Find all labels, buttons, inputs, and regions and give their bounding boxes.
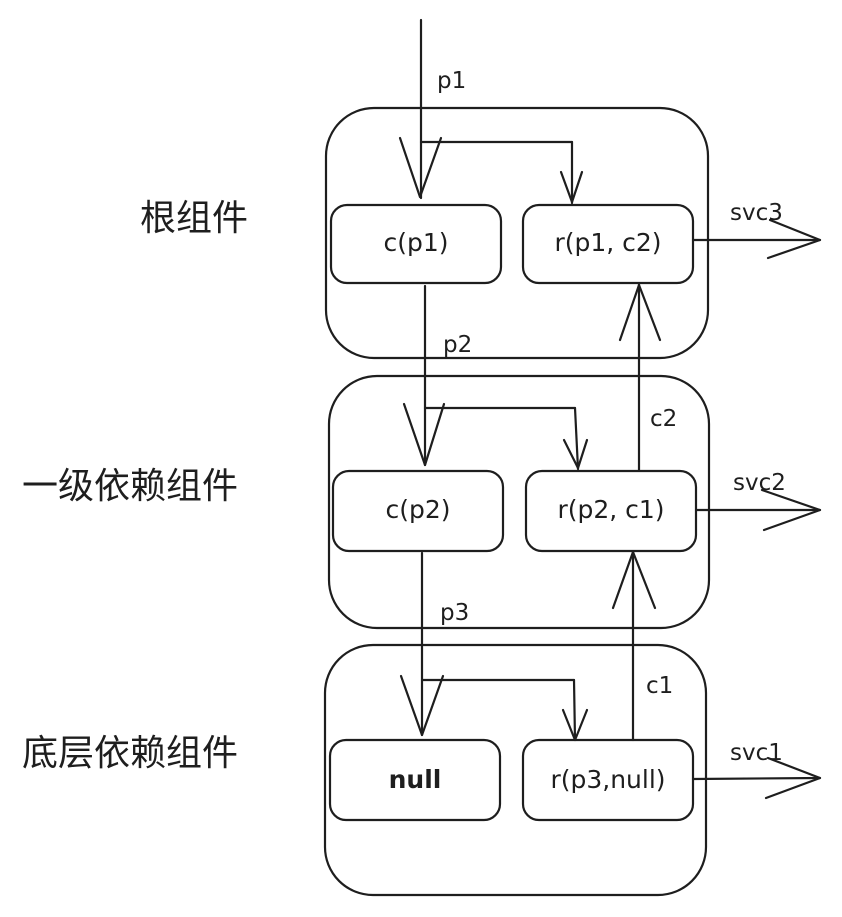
layer-label-bottom: 底层依赖组件 [22, 733, 238, 774]
container-bottom [323, 643, 708, 897]
node-r-p1-c2 [521, 203, 695, 285]
container-level1 [327, 374, 711, 630]
node-c-p2 [331, 469, 505, 553]
node-c-p1-label: c(p1) [383, 228, 448, 257]
edge-label-p2: p2 [443, 332, 472, 358]
edge-label-p1: p1 [437, 68, 466, 94]
edge-svc3 [691, 218, 822, 260]
node-null [328, 738, 502, 822]
node-r-p2-c1-label: r(p2, c1) [557, 495, 664, 524]
node-r-p1-c2-label: r(p1, c2) [554, 228, 661, 257]
edge-p3 [399, 551, 589, 742]
edge-label-c2: c2 [650, 406, 677, 432]
edge-label-svc2: svc2 [733, 470, 786, 496]
edge-c1 [611, 550, 657, 742]
node-null-label: null [389, 765, 442, 794]
edge-label-svc1: svc1 [730, 740, 783, 766]
node-c-p2-label: c(p2) [385, 495, 450, 524]
edge-svc2 [694, 488, 822, 532]
container-root [324, 106, 710, 360]
edge-label-svc3: svc3 [730, 200, 783, 226]
layer-label-root: 根组件 [140, 198, 248, 239]
edge-p1 [398, 18, 584, 205]
layer-label-level1: 一级依赖组件 [22, 466, 238, 507]
edge-svc1 [691, 756, 822, 800]
node-c-p1 [329, 203, 503, 285]
edge-label-c1: c1 [646, 673, 673, 699]
edge-label-p3: p3 [440, 600, 469, 626]
edge-c2 [618, 282, 662, 472]
node-r-p3-null-label: r(p3,null) [550, 765, 665, 794]
edge-p2 [402, 284, 589, 471]
